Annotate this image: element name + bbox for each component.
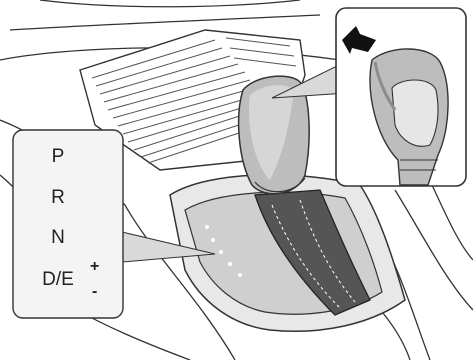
knob-detail-inset xyxy=(336,8,466,186)
gear-label-minus: - xyxy=(92,283,97,300)
gear-label-r: R xyxy=(51,187,65,208)
gear-label-p: P xyxy=(52,146,65,167)
gear-position-panel: P R N D/E + - xyxy=(13,130,123,318)
gear-label-n: N xyxy=(51,227,65,248)
gear-label-plus: + xyxy=(90,258,99,275)
gear-label-de: D/E xyxy=(42,269,74,290)
